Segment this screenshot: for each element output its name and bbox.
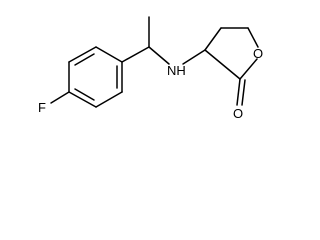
bond-ch-nh (148, 46, 170, 65)
atom-label-carbonyl-oxygen: O (233, 106, 243, 121)
bond-ring-5 (95, 91, 123, 108)
bond-ring-double-2 (74, 53, 95, 66)
bond-c2-c3 (204, 49, 241, 80)
structure-canvas: F NH O O (38, 16, 263, 121)
atom-label-nh: NH (167, 63, 186, 78)
molecule-diagram: F NH O O (38, 16, 263, 121)
bond-nh-c3 (182, 49, 206, 65)
atom-label-fluorine: F (38, 100, 46, 115)
bond-ring-2 (68, 46, 97, 63)
bond-o-c2 (239, 58, 258, 80)
bond-ring-fluorine (50, 91, 70, 104)
atom-label-ring-oxygen: O (253, 46, 263, 61)
bond-c3-c4 (204, 27, 222, 51)
bond-ch-ring (121, 46, 150, 63)
bond-c5-o (247, 27, 259, 48)
bond-ring-1 (95, 46, 123, 63)
bond-carbonyl-2 (241, 79, 246, 106)
bond-ring-double-3 (74, 88, 95, 101)
bond-carbonyl-1 (236, 78, 241, 106)
bond-ring-4 (68, 91, 97, 108)
